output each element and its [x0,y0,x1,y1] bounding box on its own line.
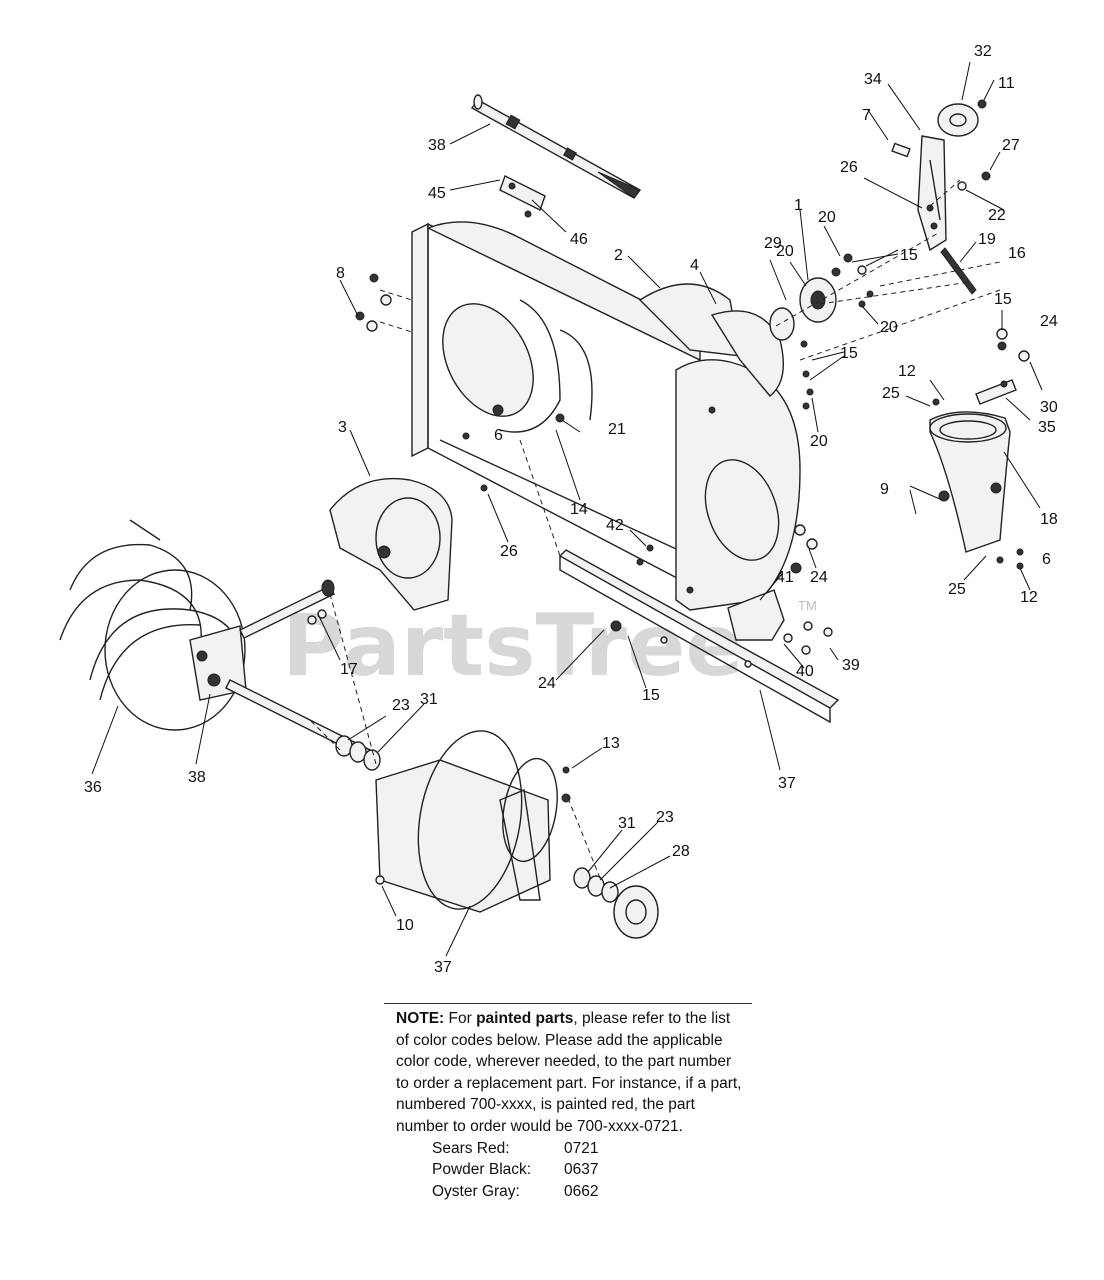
callout-15d: 15 [642,687,660,704]
callout-42: 40 [796,663,814,680]
callout-34: 34 [864,71,882,88]
callout-10: 10 [396,917,414,934]
color-code: 0637 [564,1161,599,1179]
callout-1: 1 [794,197,803,214]
callout-37: 37 [434,959,452,976]
callout-2: 2 [614,247,623,264]
painted-parts-note: NOTE: For painted parts, please refer to… [384,1003,752,1202]
color-code-row: Oyster Gray: 0662 [432,1181,598,1203]
callout-39: 37 [778,775,796,792]
part-38-gearbox [189,579,371,759]
bushings-right [573,867,659,939]
callout-13: 13 [602,735,620,752]
callout-25a: 25 [882,385,900,402]
callout-38: 38 [188,769,206,786]
callout-40: 42 [606,517,624,534]
bushings-left [335,735,381,771]
callout-44: 38 [428,137,446,154]
callout-15c: 15 [994,291,1012,308]
callout-45: 45 [428,185,446,202]
callout-27: 27 [1002,137,1020,154]
callout-7: 7 [862,107,871,124]
callout-14: 14 [570,501,588,518]
bearing-assembly [769,277,837,341]
assembly-lines [309,179,1001,879]
callout-11: 11 [998,75,1015,92]
color-name: Sears Red: [432,1139,510,1157]
callout-29: 29 [764,235,782,252]
color-code-row: Powder Black: 0637 [432,1159,598,1181]
callout-8: 8 [336,265,345,282]
callout-32: 32 [974,43,992,60]
callout-31b: 31 [618,815,636,832]
callout-labels: 38 45 46 2 4 29 1 20 20 15 20 15 20 26 3… [84,43,1058,976]
callout-23b: 23 [656,809,674,826]
callout-9: 9 [880,481,889,498]
callout-26a: 26 [840,159,858,176]
callout-43: 41 [776,569,794,586]
discharge-chute [929,328,1030,570]
callout-24b: 24 [810,569,828,586]
part-36-auger-left [59,519,246,731]
part-46-bracket [499,175,546,218]
note-label: NOTE: [396,1010,445,1027]
callout-20a: 20 [818,209,836,226]
note-intro: For [448,1010,472,1027]
callout-35: 35 [1038,419,1056,436]
auger-housing [411,221,801,611]
callout-20b: 20 [776,243,794,260]
leader-lines [91,61,1043,957]
callout-36: 36 [84,779,102,796]
callout-15b: 15 [840,345,858,362]
callout-15a: 15 [900,247,918,264]
callout-18: 18 [1040,511,1058,528]
callout-19: 19 [978,231,996,248]
callout-17: 17 [340,661,358,678]
callout-12b: 12 [1020,589,1038,606]
callout-6b: 6 [1042,551,1051,568]
callout-20c: 20 [880,319,898,336]
note-emphasis: painted parts [476,1010,574,1027]
callout-3: 3 [338,419,347,436]
callout-23a: 23 [392,697,410,714]
callout-20d: 20 [810,433,828,450]
callout-25b: 25 [948,581,966,598]
callout-46: 46 [570,231,588,248]
note-paragraph: NOTE: For painted parts, please refer to… [396,1008,746,1138]
color-name: Powder Black: [432,1161,532,1179]
callout-16: 16 [1008,245,1026,262]
callout-21: 21 [608,421,626,438]
note-body: , please refer to the list of color code… [396,1010,742,1135]
color-code: 0662 [564,1182,599,1200]
callout-26b: 26 [500,543,518,560]
color-name: Oyster Gray: [432,1182,520,1200]
part-44-shaft [470,94,642,199]
hardware-right [355,253,874,774]
callout-41: 39 [842,657,860,674]
callout-31a: 31 [420,691,438,708]
exploded-parts-diagram: PartsTree TM [59,43,1058,976]
callout-6a: 6 [494,427,503,444]
color-code-table: Sears Red: 0721 Powder Black: 0637 Oyste… [432,1138,598,1203]
callout-24a: 24 [1040,313,1058,330]
callout-24c: 24 [538,675,556,692]
watermark-trademark: TM [798,598,817,613]
callout-4: 4 [690,257,699,274]
callout-12a: 12 [898,363,916,380]
color-code-row: Sears Red: 0721 [432,1138,598,1160]
callout-30: 30 [1040,399,1058,416]
pulley-bracket [891,99,991,295]
callout-28: 28 [672,843,690,860]
color-code: 0721 [564,1139,599,1157]
part-3-impeller [329,477,488,611]
part-39-shave-plate [558,549,840,724]
part-37-auger-right [375,730,571,913]
callout-22: 22 [988,207,1006,224]
